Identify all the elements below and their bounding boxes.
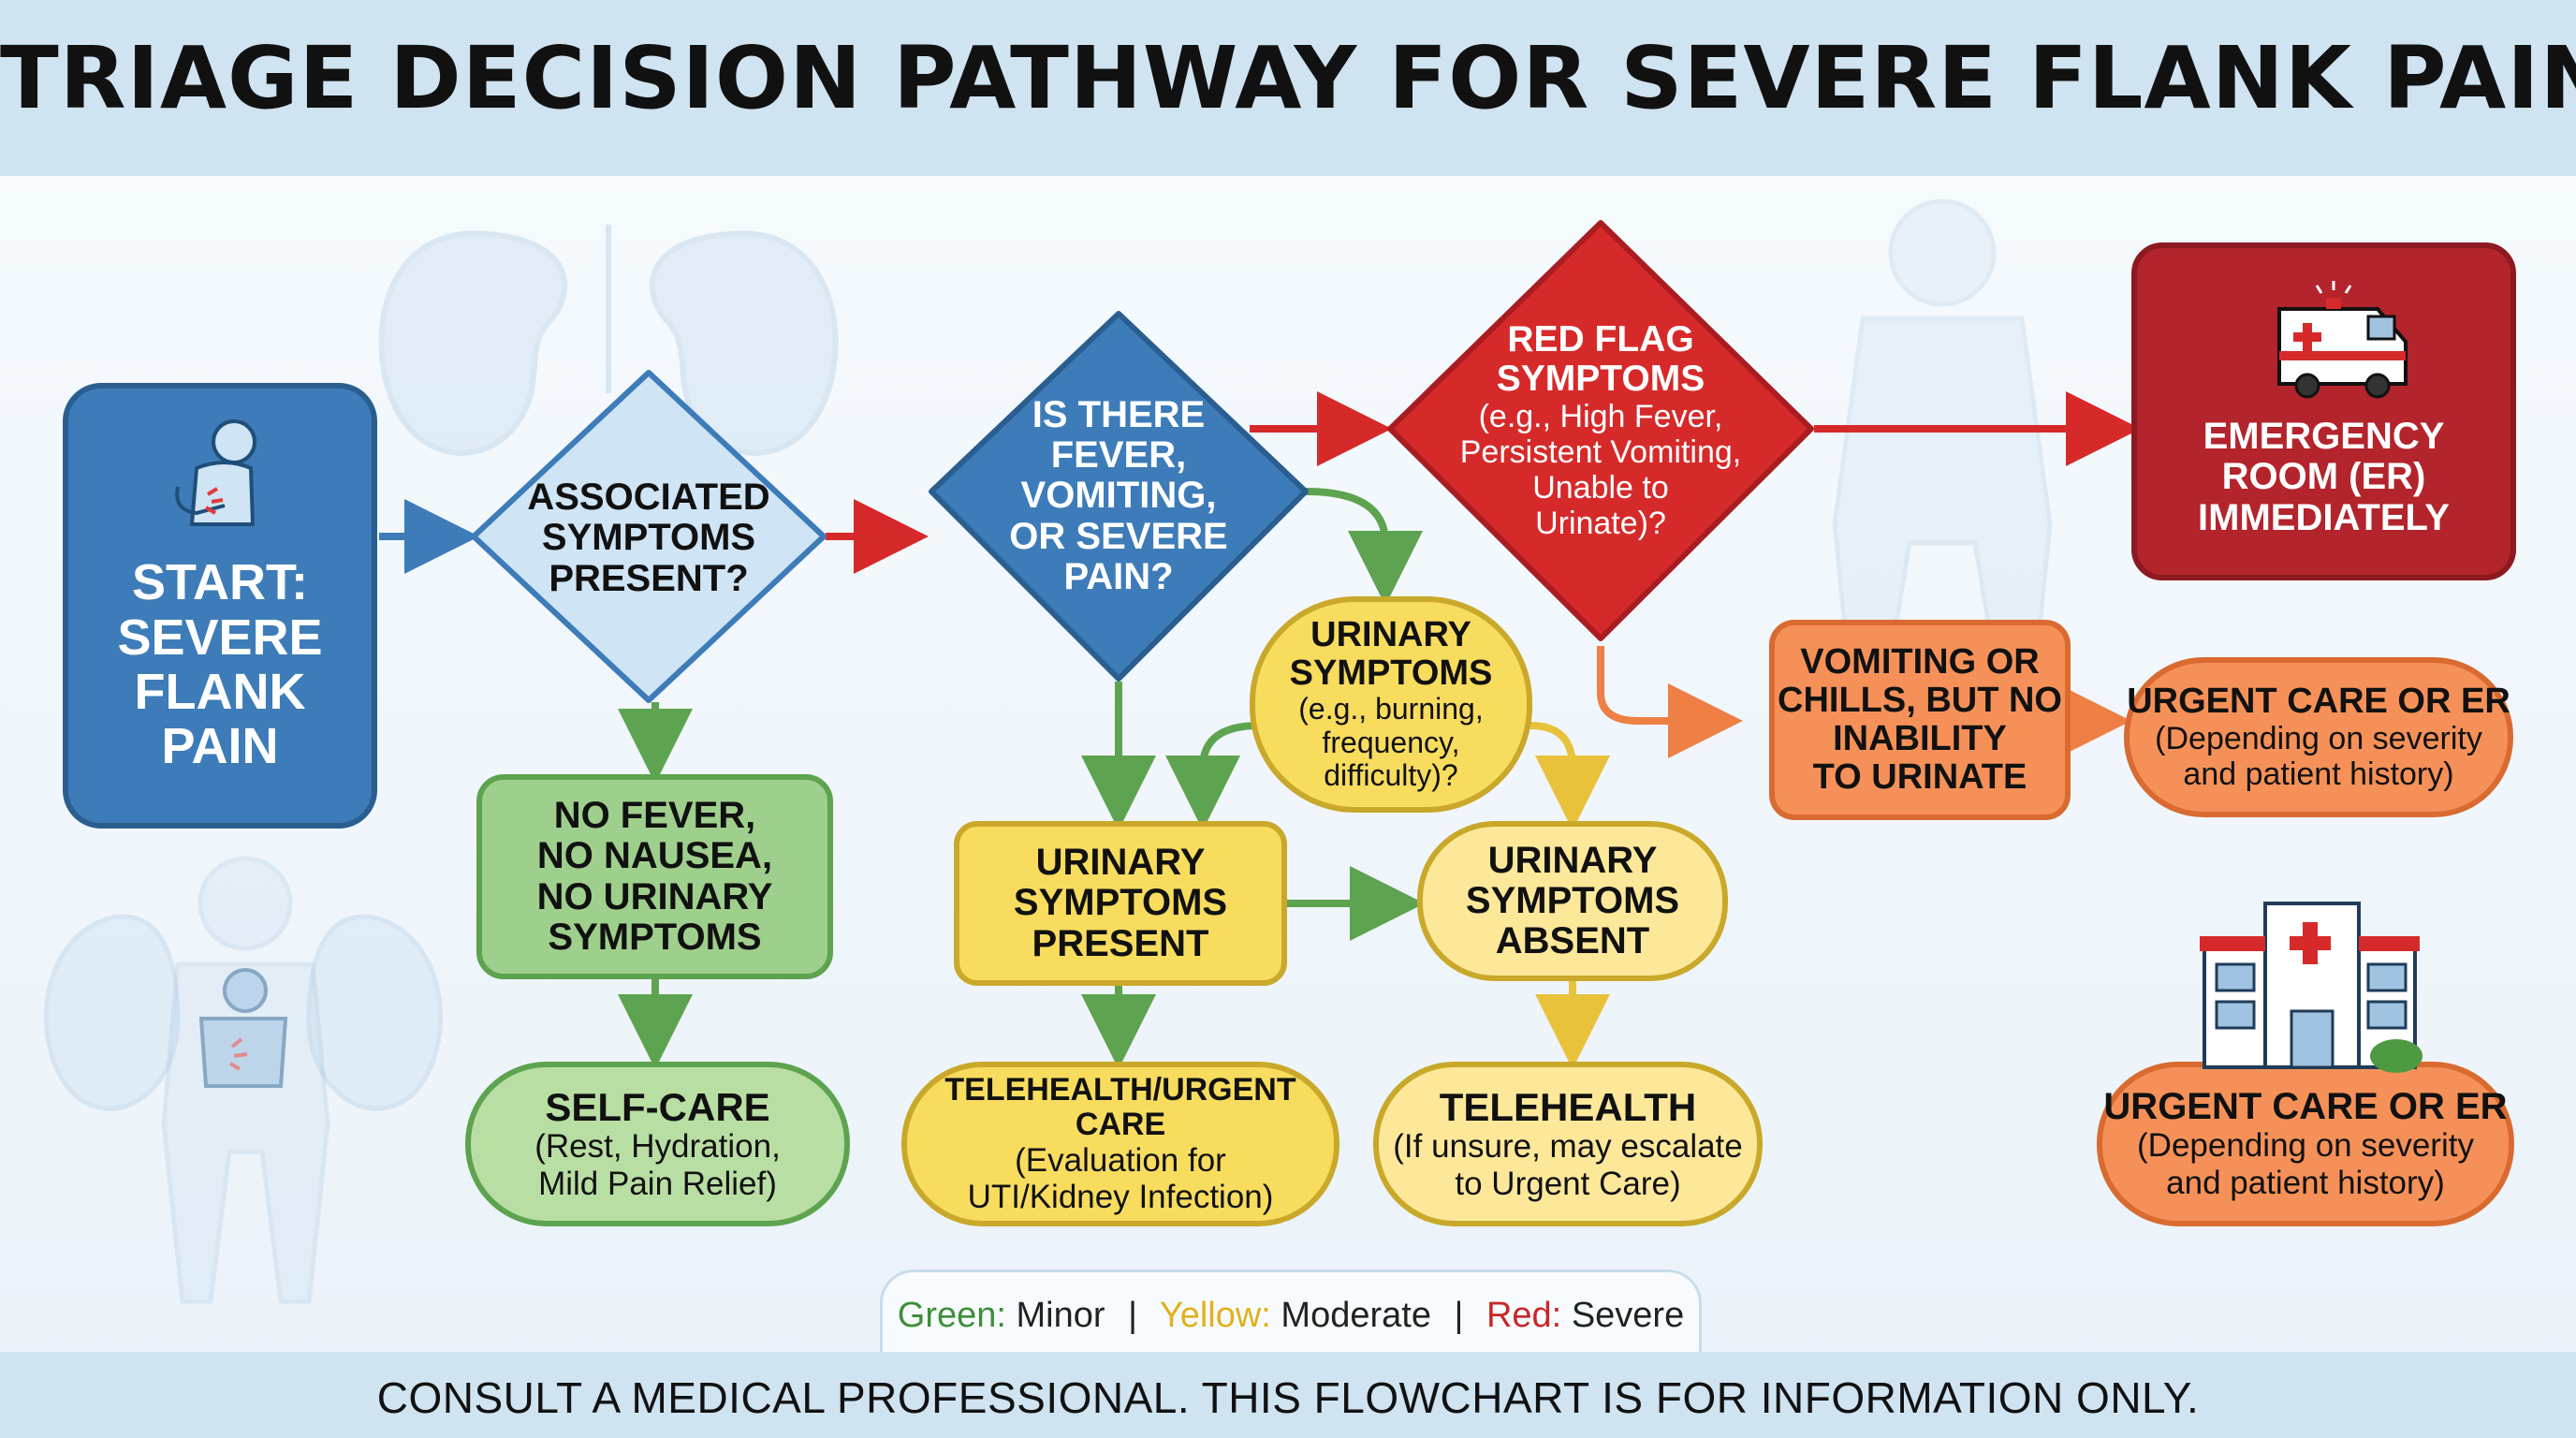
self-care-title: SELF-CARE [545,1085,770,1130]
telehealth-urgent-subtitle: (Evaluation for UTI/Kidney Infection) [967,1141,1274,1215]
legend-yellow-text: Moderate [1281,1296,1431,1335]
telehealth-node: TELEHEALTH (If unsure, may escalate to U… [1376,1064,1760,1224]
urinary-question-subtitle: (e.g., burning, frequency, difficulty)? [1298,691,1484,793]
body-pain-icon [198,968,288,1088]
vomiting-node: VOMITING OR CHILLS, BUT NO INABILITY TO … [1772,623,2068,817]
urinary-present-box [954,821,1287,986]
telehealth-oval [1373,1062,1763,1226]
arrow-fever-to-urinary-question [1305,488,1423,606]
urinary-absent-oval [1417,821,1728,981]
legend-red-text: Severe [1571,1296,1685,1335]
vomiting-box [1769,620,2071,820]
footer-disclaimer: CONSULT A MEDICAL PROFESSIONAL. THIS FLO… [376,1373,2200,1422]
kidney-lower-illustration [43,914,444,1111]
arrow-redflag-to-vomiting [1597,646,1743,758]
header-bar [0,0,2576,176]
legend: Green: Minor | Yellow: Moderate | Red: S… [880,1269,1702,1355]
legend-green-label: Green: [897,1296,1006,1335]
red-flag-diamond [1387,220,1814,641]
stomach-pain-icon [175,419,256,526]
urinary-present-node: URINARY SYMPTOMS PRESENT [957,824,1284,983]
legend-green-text: Minor [1016,1296,1105,1335]
associated-node: ASSOCIATED SYMPTOMS PRESENT? [505,468,792,609]
urgent-top-subtitle: (Depending on severity and patient histo… [2155,720,2482,793]
urinary-absent-node: URINARY SYMPTOMS ABSENT [1420,824,1725,978]
associated-diamond [471,370,827,703]
page-title: TRIAGE DECISION PATHWAY FOR SEVERE FLANK… [0,28,2576,128]
self-care-node: SELF-CARE (Rest, Hydration, Mild Pain Re… [468,1064,847,1224]
urinary-question-oval [1250,596,1532,813]
urgent-bottom-title: URGENT CARE OR ER [2103,1086,2508,1128]
emergency-box [2131,242,2516,580]
telehealth-subtitle: (If unsure, may escalate to Urgent Care) [1393,1128,1743,1202]
telehealth-urgent-oval [901,1062,1339,1226]
fever-question-diamond [929,311,1309,682]
red-flag-node: RED FLAG SYMPTOMS (e.g., High Fever, Per… [1427,309,1774,552]
hospital-icon [2200,902,2422,1073]
self-care-oval [465,1062,850,1226]
urgent-bottom-subtitle: (Depending on severity and patient histo… [2137,1127,2474,1201]
legend-separator: | [1128,1296,1137,1335]
self-care-subtitle: (Rest, Hydration, Mild Pain Relief) [534,1128,781,1202]
telehealth-urgent-title: TELEHEALTH/URGENT CARE [944,1072,1296,1142]
urinary-question-title: URINARY SYMPTOMS [1289,614,1493,693]
start-box [63,383,377,829]
arrow-urinary-question-to-present [1165,722,1260,830]
kidney-illustration [378,225,839,456]
urgent-bottom-node: URGENT CARE OR ER (Depending on severity… [2100,1064,2511,1224]
ambulance-icon [2277,281,2408,399]
emergency-node: EMERGENCY ROOM (ER) IMMEDIATELY [2134,398,2513,557]
no-fever-node: NO FEVER, NO NAUSEA, NO URINARY SYMPTOMS [479,777,830,976]
legend-red-label: Red: [1486,1296,1562,1335]
telehealth-title: TELEHEALTH [1439,1085,1697,1130]
urinary-absent-title: URINARY SYMPTOMS ABSENT [1465,839,1680,962]
emergency-title: EMERGENCY ROOM (ER) IMMEDIATELY [2198,416,2450,538]
arrow-urinary-question-to-absent [1530,722,1610,830]
urgent-care-top-oval [2124,657,2513,817]
red-flag-title: RED FLAG SYMPTOMS [1496,318,1705,399]
urgent-top-title: URGENT CARE OR ER [2127,681,2510,721]
no-fever-title: NO FEVER, NO NAUSEA, NO URINARY SYMPTOMS [536,795,773,958]
telehealth-urgent-node: TELEHEALTH/URGENT CARE (Evaluation for U… [904,1064,1337,1224]
footer-bar [0,1352,2576,1438]
legend-separator: | [1454,1296,1464,1335]
urinary-question-node: URINARY SYMPTOMS (e.g., burning, frequen… [1252,599,1530,810]
start-node: START: SEVERE FLANK PAIN [66,524,374,805]
urgent-top-node: URGENT CARE OR ER (Depending on severity… [2127,660,2510,814]
associated-title: ASSOCIATED SYMPTOMS PRESENT? [527,477,770,599]
start-title: START: SEVERE FLANK PAIN [117,554,323,775]
legend-yellow-label: Yellow: [1159,1296,1271,1335]
red-flag-subtitle: (e.g., High Fever, Persistent Vomiting, … [1459,398,1742,542]
no-fever-box [476,774,833,979]
vomiting-title: VOMITING OR CHILLS, BUT NO INABILITY TO … [1778,641,2062,798]
urinary-present-title: URINARY SYMPTOMS PRESENT [1013,842,1228,964]
fever-question-title: IS THERE FEVER, VOMITING, OR SEVERE PAIN… [1009,394,1228,597]
fever-question-node: IS THERE FEVER, VOMITING, OR SEVERE PAIN… [969,384,1268,609]
